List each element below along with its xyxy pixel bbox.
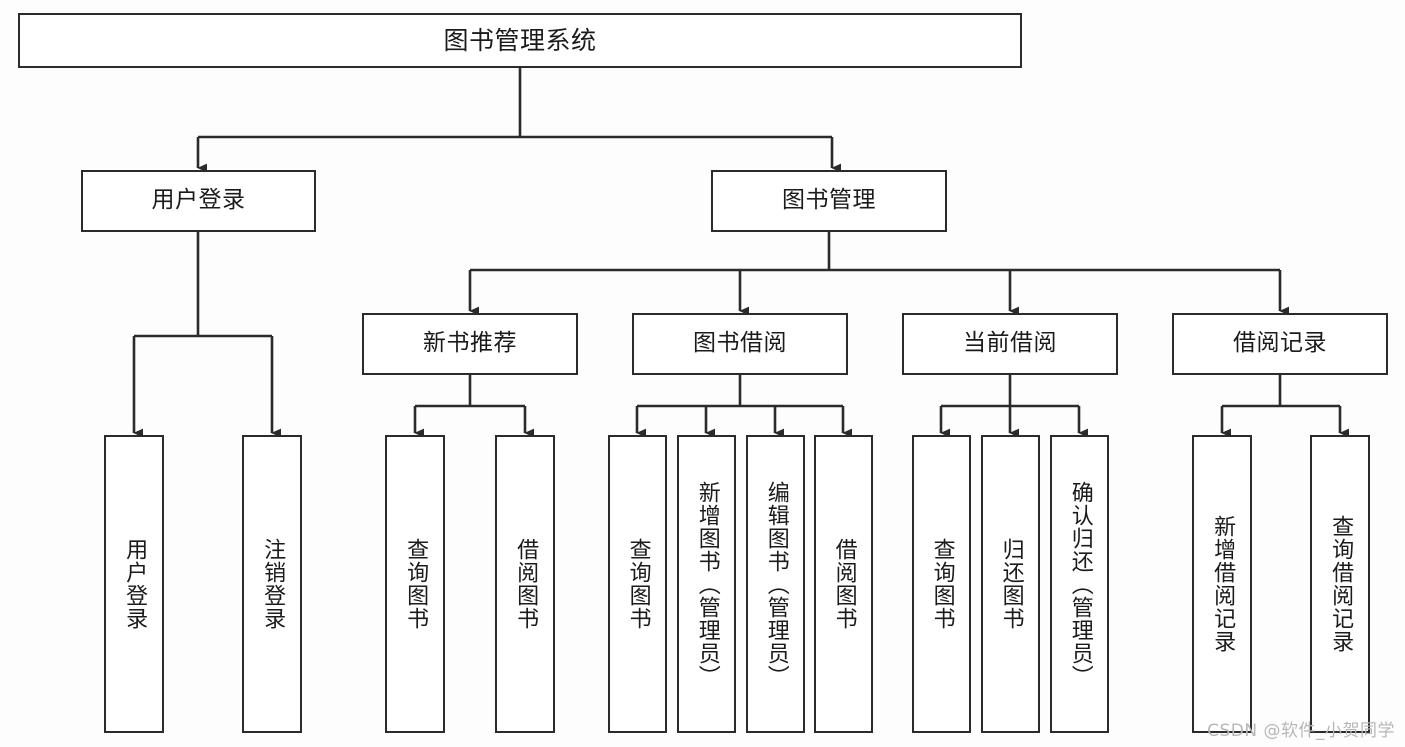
node-leaf-edit-book[interactable]: 编辑图书（管理员） [746,435,805,733]
node-label: 图书管理系统 [443,25,597,55]
node-label: 查询图书 [403,538,429,630]
node-leaf-return-book[interactable]: 归还图书 [981,435,1040,733]
node-label: 注销登录 [260,538,286,630]
watermark-text: CSDN @软件_小贺同学 [1207,721,1395,741]
node-label: 借阅图书 [513,538,539,630]
node-current-borrow[interactable]: 当前借阅 [902,313,1118,375]
node-leaf-borrow-book-1[interactable]: 借阅图书 [495,435,555,733]
node-book-borrow[interactable]: 图书借阅 [632,313,848,375]
node-leaf-borrow-book-2[interactable]: 借阅图书 [814,435,873,733]
node-label: 编辑图书（管理员） [763,480,789,688]
node-leaf-query-book-1[interactable]: 查询图书 [385,435,445,733]
node-leaf-logout-login[interactable]: 注销登录 [242,435,302,733]
node-label: 用户登录 [151,187,246,214]
node-book-management[interactable]: 图书管理 [711,170,947,232]
node-label: 借阅记录 [1233,330,1327,357]
node-root-book-management-system[interactable]: 图书管理系统 [18,13,1022,68]
node-label: 图书管理 [782,187,876,214]
node-leaf-add-record[interactable]: 新增借阅记录 [1192,435,1252,733]
node-borrow-record[interactable]: 借阅记录 [1172,313,1388,375]
node-leaf-user-login[interactable]: 用户登录 [104,435,164,733]
node-leaf-query-record[interactable]: 查询借阅记录 [1310,435,1370,733]
node-user-login[interactable]: 用户登录 [81,170,316,232]
node-label: 查询图书 [929,538,955,630]
node-label: 新书推荐 [423,330,517,357]
node-label: 借阅图书 [831,538,857,630]
node-new-book-recommend[interactable]: 新书推荐 [362,313,578,375]
node-label: 查询图书 [625,538,651,630]
node-label: 归还图书 [998,538,1024,630]
node-label: 确认归还（管理员） [1067,480,1093,688]
node-label: 新增借阅记录 [1210,515,1236,653]
node-label: 当前借阅 [963,330,1057,357]
node-label: 查询借阅记录 [1328,515,1354,653]
node-leaf-query-book-2[interactable]: 查询图书 [608,435,667,733]
node-leaf-confirm-return[interactable]: 确认归还（管理员） [1050,435,1109,733]
node-label: 新增图书（管理员） [694,480,720,688]
node-leaf-query-book-3[interactable]: 查询图书 [912,435,971,733]
node-label: 图书借阅 [693,330,787,357]
node-leaf-add-book[interactable]: 新增图书（管理员） [677,435,736,733]
node-label: 用户登录 [122,538,148,630]
